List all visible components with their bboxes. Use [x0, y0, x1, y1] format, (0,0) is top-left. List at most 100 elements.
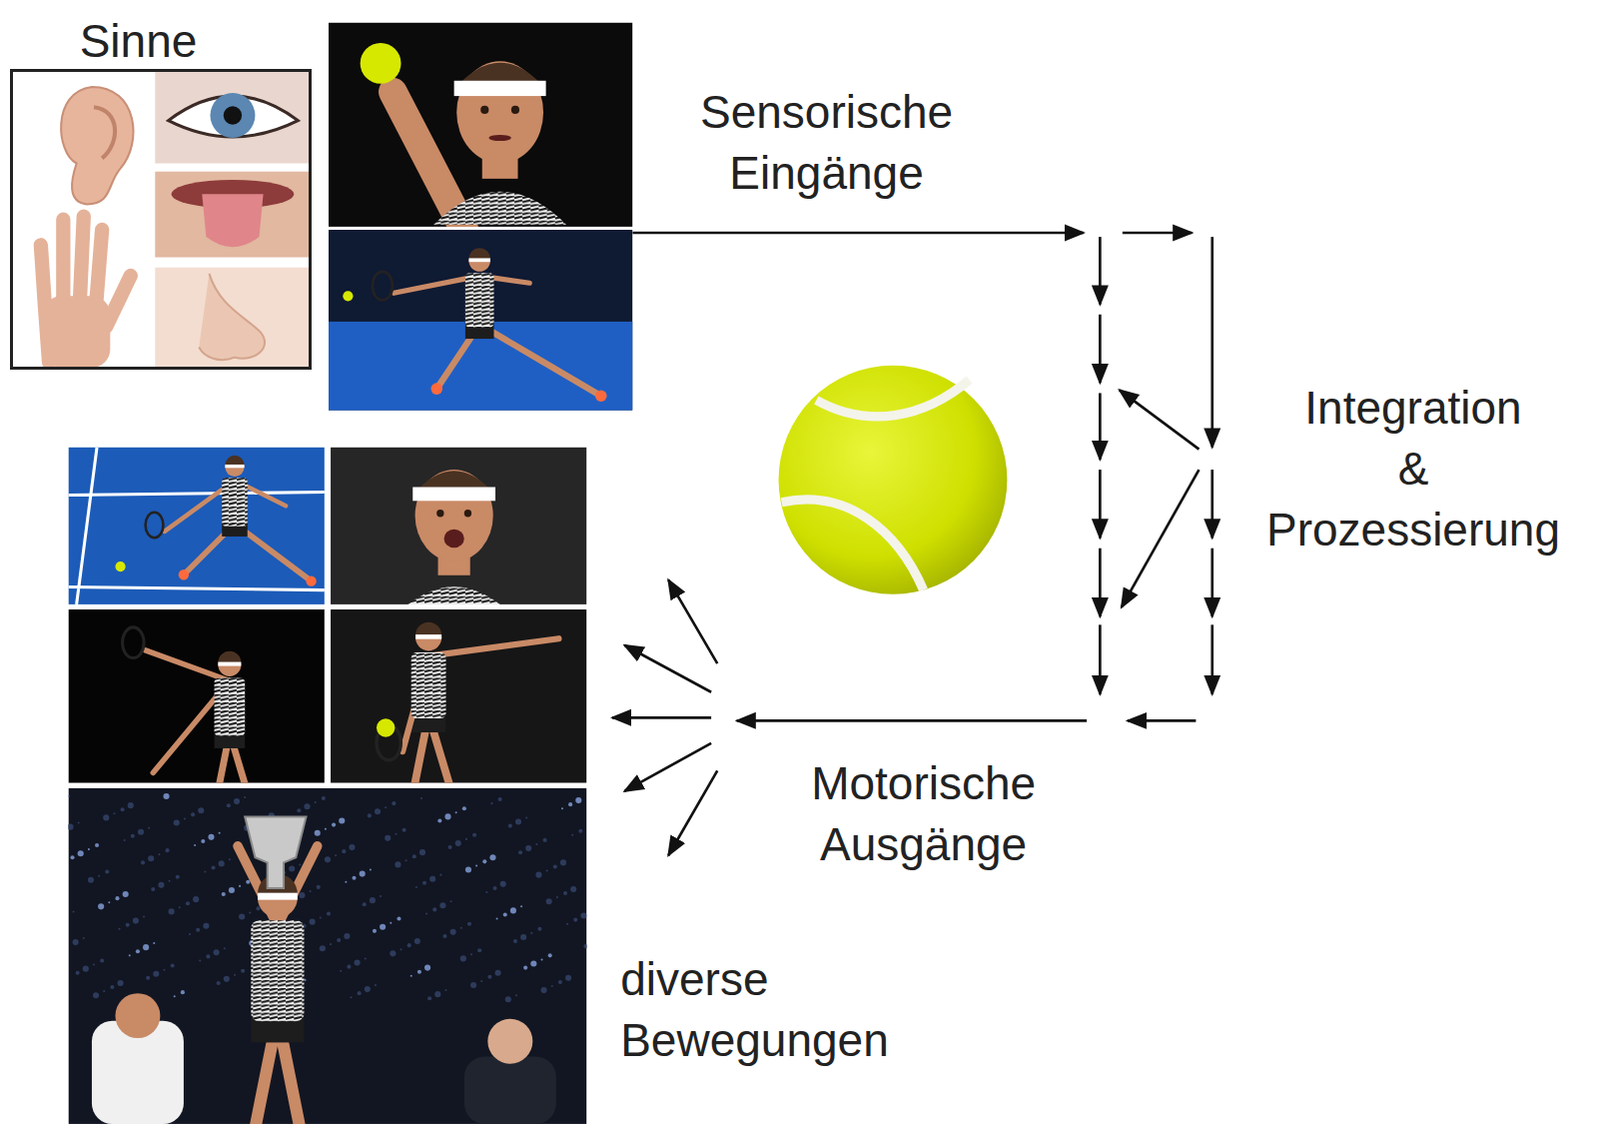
crowd-dot: [123, 838, 126, 841]
crowd-dot: [489, 853, 496, 860]
crowd-dot: [400, 947, 403, 950]
crowd-dot: [571, 833, 574, 836]
crowd-dot: [394, 860, 401, 867]
crowd-dot: [573, 917, 578, 922]
crowd-dot: [467, 921, 472, 926]
crowd-dot: [575, 797, 582, 803]
crowd-dot: [414, 937, 421, 944]
pupil: [223, 105, 242, 124]
crowd-dot: [128, 953, 131, 956]
crowd-dot: [563, 890, 568, 895]
crowd-dot: [546, 897, 553, 904]
crowd-dot: [314, 829, 321, 836]
crowd-dot: [324, 855, 331, 862]
crowd-dot: [97, 902, 104, 909]
crowd-dot: [203, 870, 206, 873]
crowd-dot: [87, 876, 94, 883]
crowd-dot: [147, 826, 150, 829]
crowd-dot: [316, 884, 321, 889]
mouth: [488, 134, 511, 141]
crowd-dot: [470, 952, 473, 955]
crowd-dot: [116, 979, 123, 986]
crowd-dot: [492, 885, 497, 890]
ear-fold: [93, 106, 115, 158]
crowd-dot: [228, 857, 231, 860]
crowd-dot: [394, 832, 397, 835]
crowd-dot: [82, 936, 85, 939]
crowd-dot: [112, 811, 115, 814]
crowd-dot: [298, 891, 305, 898]
crowd-dot: [207, 833, 214, 840]
crowd-dot: [369, 868, 372, 871]
flow-arrow: [1210, 236, 1214, 447]
crowd-dot: [66, 823, 73, 830]
crowd-dot: [415, 885, 418, 888]
crowd-dot: [405, 858, 408, 861]
crowd-dot: [240, 968, 245, 973]
crowd-dot: [535, 871, 542, 878]
crowd-dot: [168, 879, 171, 882]
photo: [67, 447, 324, 605]
flow-arrow: [1098, 314, 1102, 383]
crowd-dot: [255, 905, 260, 910]
crowd-dot: [537, 926, 542, 931]
crowd-dot: [510, 906, 517, 913]
crowd-dot: [425, 911, 428, 914]
photo: [66, 788, 588, 1124]
crowd-dot: [162, 793, 169, 800]
photo-ground: [67, 609, 324, 784]
crowd-dot: [540, 957, 543, 960]
crowd-dot: [472, 832, 477, 837]
flow-arrow: [1098, 548, 1102, 617]
crowd-dot: [157, 852, 160, 855]
headband: [224, 464, 244, 468]
crowd-dot: [508, 823, 513, 828]
crowd-dot: [558, 979, 563, 984]
crowd-dot: [173, 818, 180, 825]
crowd-dot: [245, 879, 250, 884]
crowd-dot: [324, 827, 327, 830]
crowd-dot: [580, 911, 587, 918]
crowd-dot: [525, 844, 532, 851]
court-line: [67, 447, 324, 605]
crowd-dot: [402, 827, 407, 832]
crowd-dot: [530, 931, 533, 934]
crowd-dot: [432, 906, 437, 911]
crowd-dot: [321, 796, 326, 800]
crowd-dot: [193, 843, 196, 846]
flow-arrow: [668, 579, 718, 664]
crowd-dot: [578, 828, 583, 833]
crowd-dot: [384, 834, 391, 841]
crowd-dot: [142, 915, 145, 918]
crowd-dot: [210, 864, 215, 869]
crowd-dot: [303, 802, 310, 809]
mouth-ground: [154, 171, 309, 258]
crowd-dot: [137, 828, 144, 835]
crowd-dot: [503, 911, 508, 916]
crowd-dot: [543, 837, 548, 842]
crowd-dot: [389, 949, 396, 956]
crowd-dot: [427, 995, 432, 1000]
crowd-dot: [135, 948, 140, 953]
flow-arrow: [737, 719, 1087, 723]
crowd-dot: [374, 983, 377, 986]
crowd-dot: [556, 895, 559, 898]
crowd-dot: [460, 926, 463, 929]
crowd-dot: [442, 933, 447, 938]
crowd-dot: [296, 807, 301, 812]
crowd-dot: [66, 795, 69, 798]
crowd-dot: [180, 989, 185, 994]
crowd-dot: [99, 957, 104, 962]
mouth: [444, 529, 465, 548]
crowd-dot: [439, 901, 446, 908]
tongue: [201, 193, 263, 247]
flow-arrow: [1210, 548, 1214, 617]
flow-arrow: [1098, 392, 1102, 459]
photo: [328, 22, 633, 230]
crowd-dot: [515, 993, 518, 996]
photo: [330, 447, 587, 618]
crowd-dot: [465, 865, 472, 872]
crowd-dot: [359, 870, 366, 877]
photo: [328, 229, 633, 411]
crowd-dot: [303, 978, 306, 981]
